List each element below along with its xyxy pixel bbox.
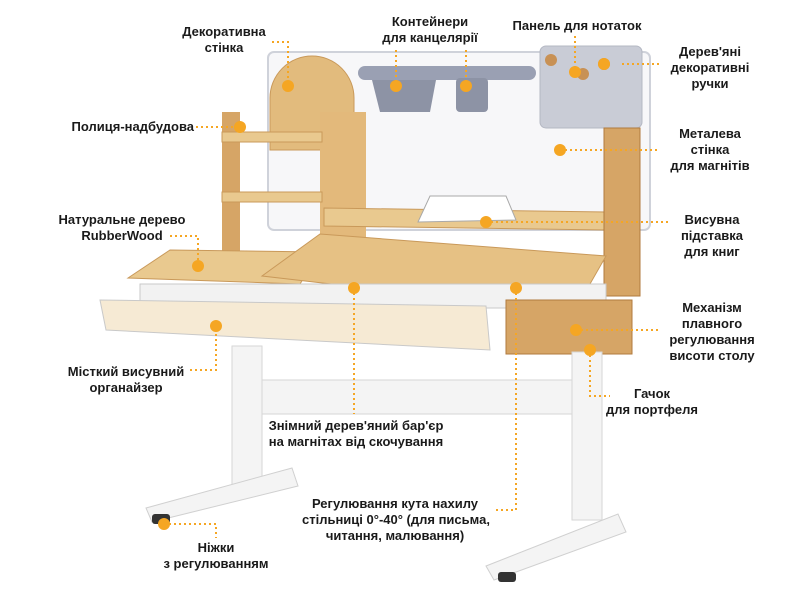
callout-bag-hook-line-1: Гачок (633, 386, 671, 401)
callout-magnetic-barrier: Знімний дерев'яний бар'єр на магнітах ві… (266, 418, 446, 450)
callout-organizer: Місткий висувний органайзер (64, 364, 188, 396)
marker-dot-organizer (210, 320, 222, 332)
leg-right-column (571, 351, 603, 521)
callout-metal-magnet-wall-line-2: стінка (690, 142, 730, 157)
callout-magnetic-barrier-line-1: Знімний дерев'яний бар'єр (268, 418, 444, 433)
callout-natural-wood-line-2: RubberWood (81, 228, 163, 243)
foot-pad-right (498, 572, 516, 582)
callout-decorative-wall-line-1: Декоративна (182, 24, 266, 39)
notes-panel (539, 45, 643, 129)
callout-organizer-line-2: органайзер (89, 380, 163, 395)
callout-notes-panel: Панель для нотаток (508, 18, 646, 34)
marker-dot-tilt (510, 282, 522, 294)
callout-adjustable-feet: Ніжки з регулюванням (160, 540, 272, 572)
callout-stationery-containers-line-1: Контейнери (391, 14, 469, 29)
callout-book-stand: Висувна підставка для книг (666, 212, 758, 260)
marker-dot-feet (158, 518, 170, 530)
container-rail (358, 66, 536, 80)
callout-wooden-handles-line-2: декоративні (670, 60, 750, 75)
callout-height-mechanism-line-4: висоти столу (669, 348, 755, 363)
callout-metal-magnet-wall-line-1: Металева (679, 126, 741, 141)
shelf-board-top (221, 131, 323, 143)
callout-book-stand-line-2: підставка (680, 228, 744, 243)
right-column (603, 127, 641, 297)
callout-height-mechanism-line-2: плавного (681, 316, 743, 331)
callout-wooden-handles-line-1: Дерев'яні (679, 44, 741, 59)
wooden-handle-1 (545, 54, 557, 66)
callout-metal-magnet-wall-line-3: для магнітів (670, 158, 750, 173)
shelf-board-middle (221, 191, 323, 203)
marker-dot-containers-2 (460, 80, 472, 92)
foot-left (145, 467, 299, 523)
leader-decorative-wall (272, 41, 289, 86)
marker-dot-height-mechanism (570, 324, 582, 336)
callout-wooden-handles-line-3: ручки (691, 76, 729, 91)
callout-stationery-containers: Контейнери для канцелярії (372, 14, 488, 46)
callout-shelf-superstructure-line-1: Полиця-надбудова (71, 119, 194, 134)
callout-adjustable-feet-line-1: Ніжки (197, 540, 235, 555)
callout-decorative-wall-line-2: стінка (204, 40, 244, 55)
organizer-drawer (99, 299, 491, 351)
callout-magnetic-barrier-line-2: на магнітах від скочування (268, 434, 444, 449)
callout-stationery-containers-line-2: для канцелярії (382, 30, 478, 45)
marker-dot-natural-wood (192, 260, 204, 272)
callout-shelf-superstructure: Полиця-надбудова (60, 119, 194, 135)
callout-tilt-adjust: Регулювання кута нахилу стільниці 0°-40°… (302, 496, 490, 544)
callout-wooden-handles: Дерев'яні декоративні ручки (660, 44, 760, 92)
callout-height-mechanism-line-1: Механізм (682, 300, 742, 315)
callout-adjustable-feet-line-2: з регулюванням (163, 556, 269, 571)
callout-tilt-adjust-line-2: стільниці 0°-40° (для письма, (302, 512, 490, 527)
marker-dot-magnet-wall (554, 144, 566, 156)
callout-book-stand-line-3: для книг (684, 244, 740, 259)
callout-organizer-line-1: Місткий висувний (67, 364, 185, 379)
stationery-container-left (372, 80, 436, 112)
foot-right (485, 513, 627, 581)
callout-height-mechanism-line-3: регулювання (669, 332, 755, 347)
marker-dot-handles (598, 58, 610, 70)
shelf-unit-left (222, 112, 240, 252)
callout-decorative-wall: Декоративна стінка (176, 24, 272, 56)
callout-notes-panel-line-1: Панель для нотаток (512, 18, 642, 33)
crossbar (247, 379, 589, 415)
marker-dot-containers (390, 80, 402, 92)
marker-dot-bag-hook (584, 344, 596, 356)
book-stand (417, 195, 517, 223)
leader-feet (164, 523, 217, 538)
leg-left-column (231, 345, 263, 495)
leader-organizer (190, 326, 217, 371)
right-drawer-box (505, 299, 633, 355)
marker-dot-barrier (348, 282, 360, 294)
callout-bag-hook-line-2: для портфеля (606, 402, 698, 417)
callout-book-stand-line-1: Висувна (684, 212, 740, 227)
callout-tilt-adjust-line-1: Регулювання кута нахилу (311, 496, 479, 511)
leader-bag-hook (589, 350, 610, 397)
callout-height-mechanism: Механізм плавного регулювання висоти сто… (652, 300, 772, 364)
callout-metal-magnet-wall: Металева стінка для магнітів (660, 126, 760, 174)
callout-tilt-adjust-line-3: читання, малювання) (325, 528, 465, 543)
callout-bag-hook: Гачок для портфеля (604, 386, 700, 418)
callout-natural-wood-line-1: Натуральне дерево (58, 212, 186, 227)
leader-tilt (494, 288, 517, 511)
marker-dot-book-stand (480, 216, 492, 228)
callout-natural-wood: Натуральне дерево RubberWood (56, 212, 188, 244)
marker-dot-decorative-wall (282, 80, 294, 92)
marker-dot-shelf (234, 121, 246, 133)
marker-dot-notes-panel (569, 66, 581, 78)
